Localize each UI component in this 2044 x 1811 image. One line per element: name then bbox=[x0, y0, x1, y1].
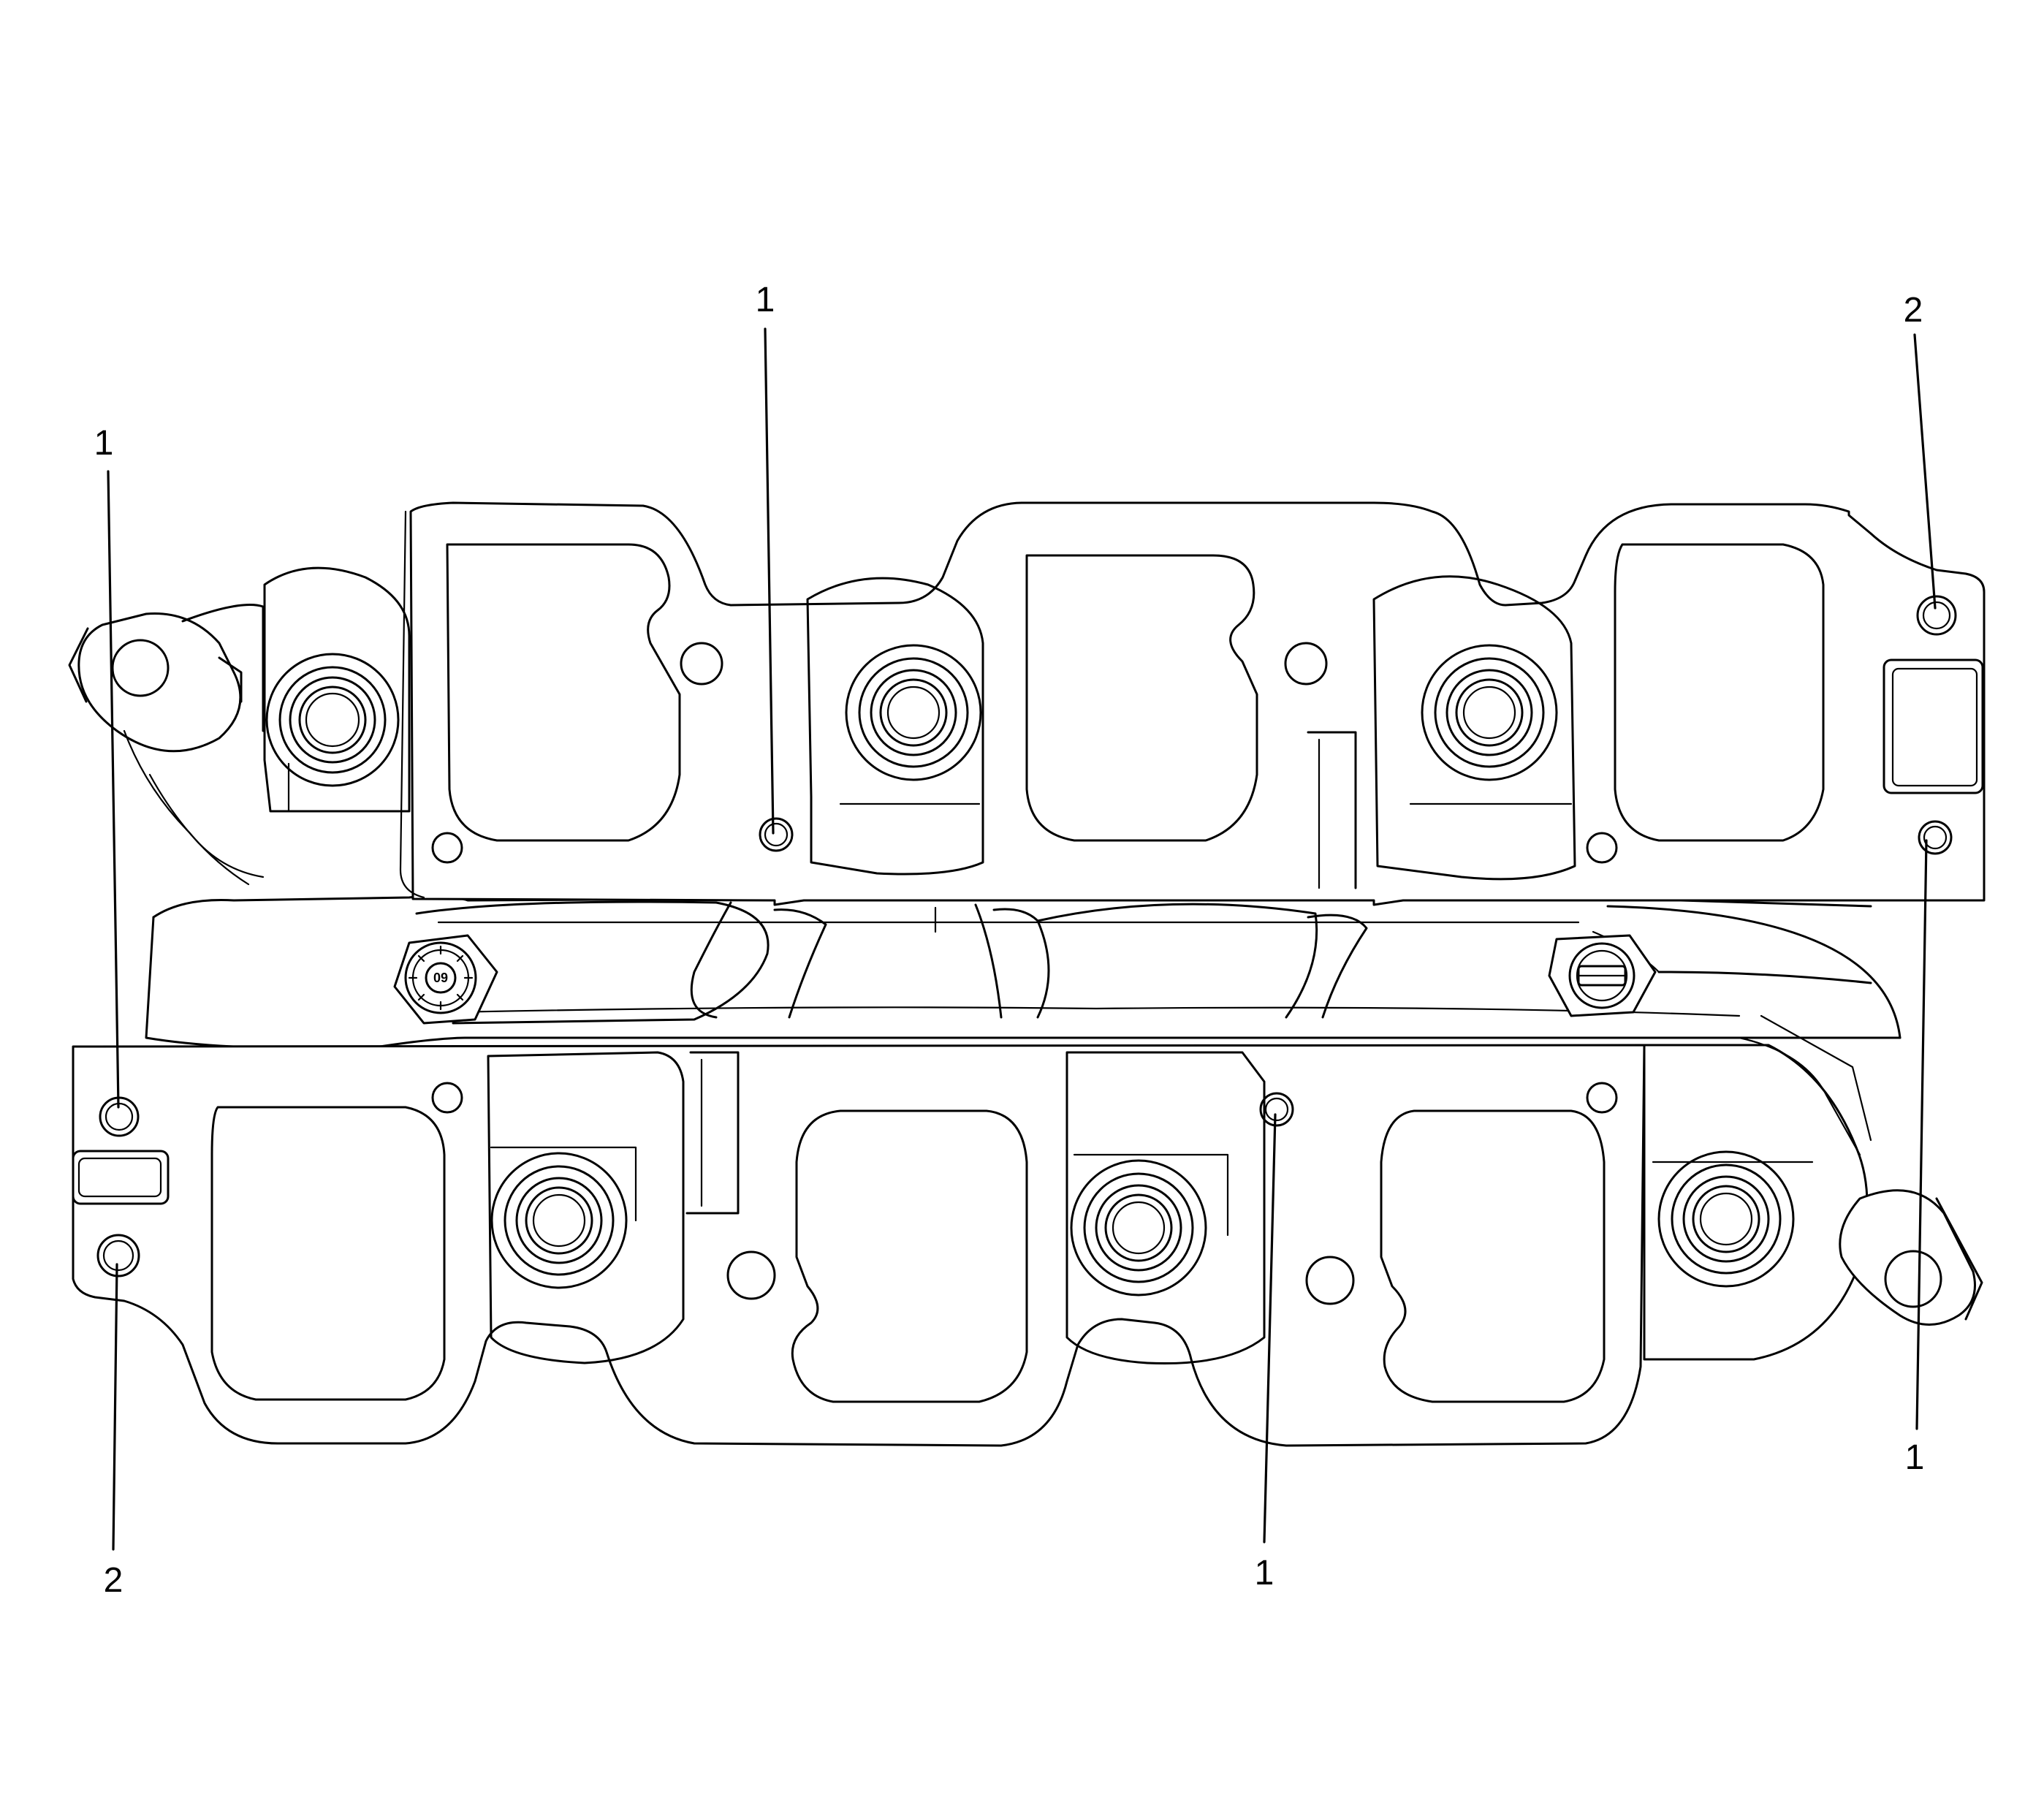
callout-1: 1 bbox=[94, 424, 114, 463]
lower-flange bbox=[72, 1044, 1646, 1447]
leader-line bbox=[1263, 1113, 1277, 1544]
callout-labels: 1 1 2 1 2 1 bbox=[94, 281, 1925, 1600]
callout-1: 1 bbox=[756, 281, 775, 319]
callout-1: 1 bbox=[1255, 1554, 1274, 1592]
callout-2: 2 bbox=[104, 1561, 124, 1600]
injector-boss bbox=[1372, 575, 1576, 881]
leader-line bbox=[112, 1263, 118, 1551]
upper-left-bracket bbox=[68, 604, 265, 886]
lower-right-bracket bbox=[1738, 1014, 1983, 1326]
leader-line bbox=[107, 470, 120, 1109]
injector-boss bbox=[487, 1051, 685, 1364]
injector-boss bbox=[806, 577, 984, 876]
callout-2: 2 bbox=[1904, 291, 1923, 330]
date-code-stamp: 09 bbox=[393, 934, 498, 1025]
injector-boss bbox=[1065, 1051, 1266, 1365]
callout-1: 1 bbox=[1905, 1438, 1925, 1477]
upper-flange bbox=[399, 501, 1986, 906]
leader-line bbox=[1913, 333, 1937, 610]
plenum-sensor bbox=[1548, 934, 1657, 1017]
upper-injector-bosses bbox=[263, 566, 1576, 881]
upper-flange-step bbox=[1307, 731, 1357, 889]
leader-line bbox=[1915, 839, 1928, 1430]
injector-boss bbox=[1643, 1044, 1869, 1361]
injector-boss bbox=[263, 566, 411, 813]
callout-leaders bbox=[107, 327, 1937, 1551]
date-code-text: 09 bbox=[433, 971, 448, 985]
lower-flange-step bbox=[685, 1051, 740, 1215]
leader-line bbox=[764, 327, 775, 835]
